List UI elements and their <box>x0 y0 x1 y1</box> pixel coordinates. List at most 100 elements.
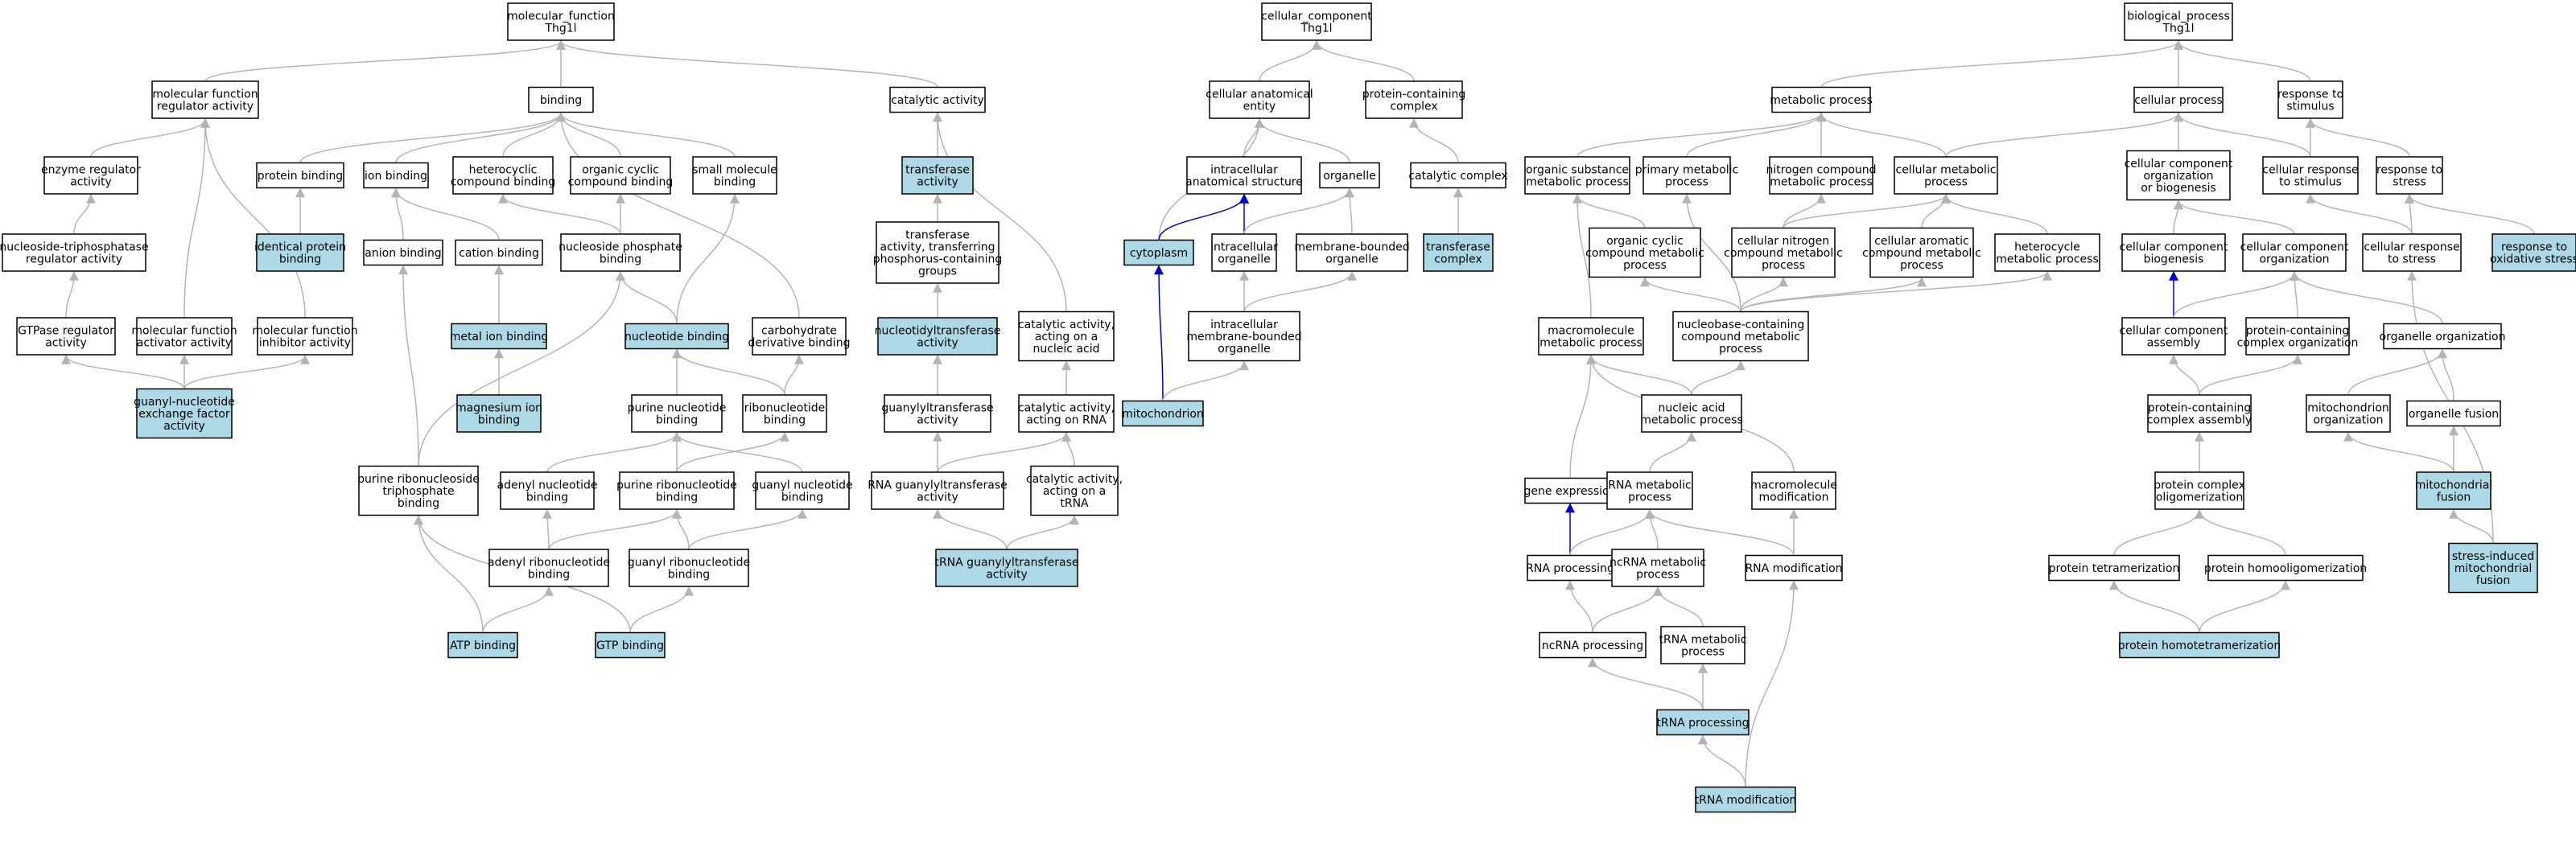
edge <box>556 112 800 319</box>
node-label-line: binding <box>656 491 698 504</box>
edge <box>1686 112 1826 158</box>
edge-nucleobase-to-primary-metab <box>1682 193 1741 312</box>
node-label-line: activity <box>45 337 87 350</box>
edge-guanyl-exchange-to-mf-inhibitor <box>183 354 310 389</box>
edge <box>1259 39 1321 82</box>
edge <box>2290 270 2300 319</box>
node-box <box>2048 554 2180 582</box>
edge <box>672 348 785 396</box>
edge <box>556 39 938 88</box>
node-label-line: ncRNA metabolic <box>1609 557 1706 570</box>
edge-resp-stress-to-response-stim <box>2306 117 2410 158</box>
node-box <box>935 549 1078 587</box>
node-organelle-fusion: organelle fusion <box>2406 400 2501 427</box>
node-box <box>1423 233 1494 272</box>
edge <box>2347 348 2447 396</box>
node-box <box>1672 310 1809 362</box>
node-label-line: RNA processing <box>1526 562 1614 575</box>
node-organelle-org: organelle organization <box>2380 323 2505 350</box>
edge <box>2343 431 2454 473</box>
edge <box>2290 270 2443 324</box>
edge-ncrna-processing-to-rna-processing <box>1565 580 1593 633</box>
node-label-line: metabolic process <box>1996 253 2099 266</box>
node-label-line: protein complex <box>2154 479 2245 492</box>
node-box <box>1606 471 1693 510</box>
edge <box>546 431 682 473</box>
node-label-line: catalytic activity, <box>1018 319 1115 331</box>
edge-mitochondrion-to-cytoplasm <box>1154 265 1164 401</box>
edge <box>784 354 804 396</box>
node-label-line: mitochondrion <box>2307 402 2389 415</box>
node-box <box>257 317 353 356</box>
node-box <box>2448 542 2538 594</box>
node-label-line: compound binding <box>451 176 556 189</box>
node-box <box>447 631 518 659</box>
edge-nucleotide-binding-to-small-molecule <box>676 193 740 324</box>
edge <box>1569 508 1655 556</box>
node-label-line: enzyme regulator <box>41 164 141 177</box>
node-box <box>2154 471 2244 510</box>
edge <box>548 508 682 550</box>
node-label-line: fusion <box>2476 574 2510 587</box>
node-box <box>256 233 344 272</box>
edge <box>395 112 566 163</box>
edge <box>1312 39 1415 82</box>
node-box <box>1209 80 1310 119</box>
node-box <box>2376 156 2443 195</box>
node-cytoplasm: cytoplasm <box>1123 239 1194 266</box>
edge-rna-metab-to-nucleic-acid <box>1649 431 1696 473</box>
node-label-line: compound metabolic <box>1724 247 1843 260</box>
node-box <box>1869 227 1974 278</box>
node-label-line: entity <box>1243 101 1276 113</box>
node-label-line: cellular component <box>2120 241 2228 254</box>
node-label-line: transferase <box>905 164 970 177</box>
node-box <box>2362 233 2462 272</box>
edge <box>1577 112 1826 158</box>
edge-rna-mod-to-rna-metab <box>1645 508 1795 556</box>
node-box <box>742 394 827 433</box>
edge-cell-anat-to-cc-root <box>1259 39 1321 82</box>
node-box <box>507 2 615 41</box>
node-rna-mod: RNA modification <box>1745 554 1843 582</box>
edge <box>1816 112 1947 158</box>
edge-carbohydrate-deriv-to-binding <box>556 112 800 319</box>
node-label-line: binding <box>528 569 570 582</box>
node-box <box>2147 394 2252 433</box>
node-box <box>624 323 729 350</box>
node-label-line: binding <box>656 414 698 427</box>
edge-trna-processing-to-ncrna-processing <box>1588 657 1704 710</box>
node-label-line: protein tetramerization <box>2049 562 2180 575</box>
edge <box>1783 193 1951 228</box>
edge <box>1921 193 1951 228</box>
edge-trna-guanylyl-to-rna-guanylyl <box>933 508 1008 550</box>
node-box <box>1123 239 1194 266</box>
node-label-line: acting on a <box>1035 331 1098 343</box>
node-label-line: cellular component <box>2125 158 2233 171</box>
node-label-line: phosphorus-containing <box>873 253 1003 266</box>
node-label-line: small molecule <box>692 164 777 177</box>
edge <box>398 265 419 467</box>
node-box <box>451 323 547 350</box>
node-label-line: organelle fusion <box>2409 408 2499 421</box>
edge-protein-tetra-to-pc-oligo <box>2113 508 2204 556</box>
node-label-line: intracellular <box>1210 319 1278 331</box>
node-label-line: biological_process <box>2127 10 2230 23</box>
node-cellular-process: cellular process <box>2133 86 2224 113</box>
node-box <box>752 317 847 356</box>
node-box <box>2126 150 2231 201</box>
